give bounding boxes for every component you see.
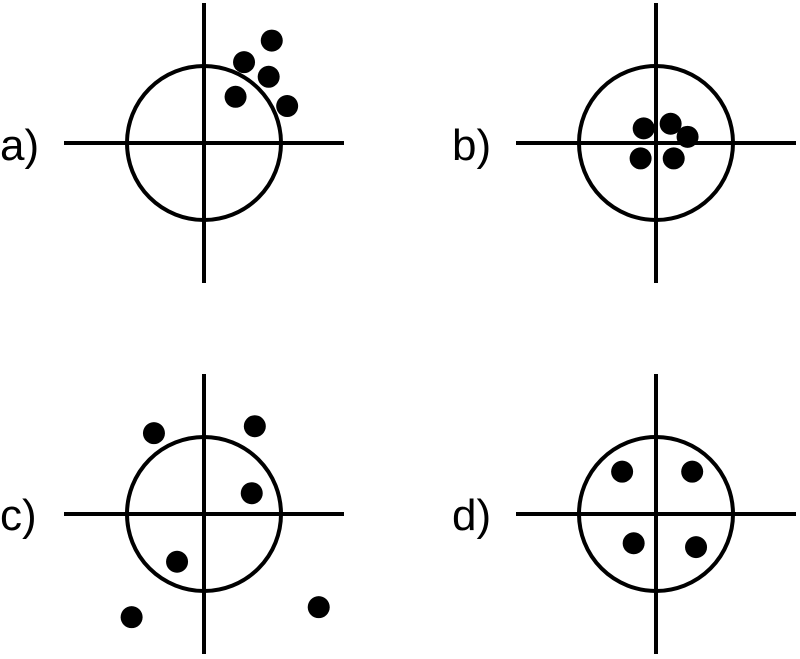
panel-c-point-6 [307,596,330,619]
panel-d-target-circle [577,435,735,593]
panel-b-point-2 [659,112,682,135]
panel-c-point-2 [243,415,266,438]
panel-d: d) [452,374,796,654]
panel-a: a) [0,3,344,283]
panel-d-point-4 [685,536,708,559]
panel-a-point-5 [224,85,247,108]
panel-a-point-4 [276,95,299,118]
panel-c-point-4 [166,550,189,573]
panel-d-point-1 [611,460,634,483]
panel-d-point-2 [681,460,704,483]
panel-b-point-4 [629,147,652,170]
panel-c-point-1 [142,422,165,445]
panel-b-label: b) [452,121,491,170]
panel-c-target-circle [125,435,283,593]
panel-d-point-3 [622,532,645,555]
panel-b-point-5 [662,147,685,170]
panel-c-point-5 [120,606,143,629]
panel-b: b) [452,3,796,283]
panel-a-point-2 [233,51,256,74]
panel-a-point-1 [260,29,283,52]
panel-b-target-circle [577,64,735,222]
panel-c: c) [0,374,344,654]
panel-d-label: d) [452,491,491,540]
panel-c-point-3 [240,482,263,505]
panel-c-label: c) [0,491,37,540]
panel-b-point-1 [632,117,655,140]
panel-a-target-circle [125,64,283,222]
panel-a-point-3 [257,65,280,88]
panel-b-point-3 [676,125,699,148]
panel-a-label: a) [0,121,39,170]
